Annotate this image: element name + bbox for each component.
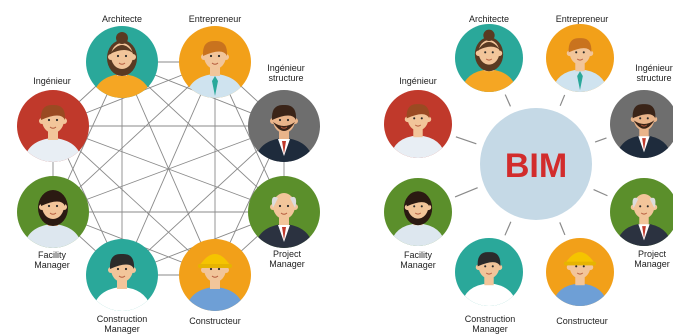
facility-manager-icon — [17, 176, 89, 248]
network-link — [52, 61, 216, 213]
role-label: Constructeur — [189, 316, 241, 326]
hub-spoke — [559, 94, 566, 107]
role-label: Entrepreneur — [556, 14, 609, 24]
role-node-architecte: Architecte — [455, 14, 523, 92]
entrepreneur-icon — [179, 26, 251, 98]
bim-hub-label: BIM — [505, 147, 567, 185]
role-label-line: Architecte — [469, 14, 509, 24]
role-node-entrepreneur: Entrepreneur — [546, 14, 614, 92]
role-label-line: Facility — [404, 250, 433, 260]
role-label: Entrepreneur — [189, 14, 242, 24]
role-label-line: Manager — [400, 260, 436, 270]
hub-spoke — [455, 136, 477, 145]
role-label: Constructeur — [556, 316, 608, 326]
role-label-line: Manager — [472, 324, 508, 334]
project-manager-icon — [248, 176, 320, 248]
bim-hub: BIM — [480, 108, 592, 220]
facility-manager-icon — [384, 178, 452, 246]
role-label-line: Manager — [269, 259, 305, 269]
role-label-line: Project — [273, 249, 302, 259]
role-label-line: structure — [268, 73, 303, 83]
bim-hub-circle — [480, 108, 592, 220]
structural-engineer-icon — [610, 90, 673, 158]
hub-spoke — [454, 187, 478, 198]
network-link — [121, 61, 285, 213]
role-label-line: Manager — [34, 260, 70, 270]
role-label-line: Ingénieur — [399, 76, 437, 86]
role-label-line: Project — [638, 249, 667, 259]
role-label-line: Construction — [465, 314, 516, 324]
role-node-ingenieur: Ingénieur — [384, 76, 452, 158]
hub-spoke — [504, 94, 512, 107]
role-node-ingenieur: Ingénieur — [17, 76, 89, 162]
role-label-line: Manager — [104, 324, 140, 334]
entrepreneur-icon — [546, 24, 614, 92]
structural-engineer-icon — [248, 90, 320, 162]
engineer-icon — [384, 90, 452, 158]
role-label: Ingénieur — [399, 76, 437, 86]
construction-manager-icon — [86, 239, 158, 311]
architect-icon — [86, 26, 158, 98]
network-link — [121, 61, 216, 276]
role-label-line: Entrepreneur — [189, 14, 242, 24]
builder-icon — [546, 238, 614, 306]
role-node-constructeur: Constructeur — [546, 238, 614, 326]
hub-spoke — [559, 222, 566, 236]
role-label-line: Constructeur — [189, 316, 241, 326]
role-label-line: Constructeur — [556, 316, 608, 326]
network-link — [121, 125, 285, 276]
role-label: Architecte — [102, 14, 142, 24]
hub-spoke — [593, 189, 608, 197]
role-node-constructeur: Constructeur — [179, 239, 251, 326]
role-label-line: structure — [636, 73, 671, 83]
architect-icon — [455, 24, 523, 92]
role-label-line: Ingénieur — [267, 63, 305, 73]
role-label-line: Entrepreneur — [556, 14, 609, 24]
role-label-line: Facility — [38, 250, 67, 260]
role-label-line: Manager — [634, 259, 670, 269]
project-manager-icon — [610, 178, 673, 246]
role-label-line: Ingénieur — [33, 76, 71, 86]
builder-icon — [179, 239, 251, 311]
role-label: Ingénieur — [33, 76, 71, 86]
hub-spoke — [594, 137, 607, 143]
role-label-line: Architecte — [102, 14, 142, 24]
peer-network-lines — [52, 61, 285, 276]
role-label-line: Ingénieur — [635, 63, 673, 73]
construction-manager-icon — [455, 238, 523, 306]
hub-spoke — [504, 221, 512, 236]
hub-spoke-lines — [454, 94, 608, 236]
role-label: Architecte — [469, 14, 509, 24]
role-label-line: Construction — [97, 314, 148, 324]
network-link — [52, 125, 285, 213]
network-link — [52, 125, 216, 276]
engineer-icon — [17, 90, 89, 162]
